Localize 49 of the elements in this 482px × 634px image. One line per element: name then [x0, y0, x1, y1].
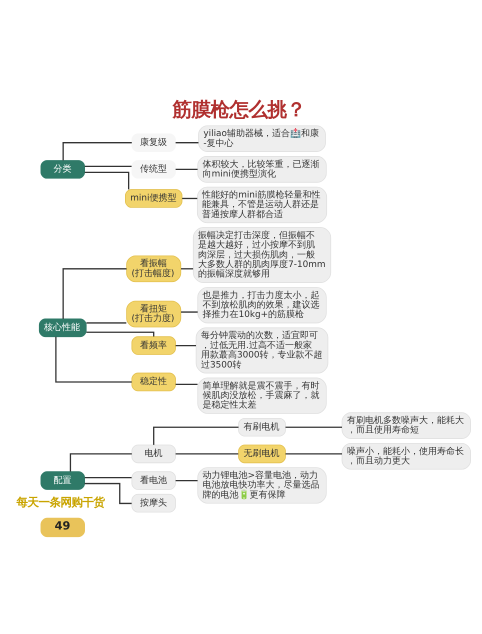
- connector: [84, 476, 132, 478]
- node-box: 简单理解就是震不震手，有时候肌肉没放松，手震麻了，就是稳定性太差: [197, 377, 327, 414]
- connector: [286, 426, 342, 428]
- diagram-title: 筋膜枪怎么挑？: [172, 98, 306, 121]
- connector: [176, 344, 196, 346]
- connector: [55, 336, 132, 382]
- connector: [84, 171, 130, 189]
- connector: [84, 165, 132, 167]
- connector: [62, 268, 127, 318]
- connector: [176, 479, 198, 481]
- node-box: 按摩头: [131, 493, 176, 512]
- node-box: 看振幅(打击幅度): [126, 254, 182, 282]
- node-box: 电机: [131, 444, 176, 463]
- node-box: 传统型: [131, 160, 176, 178]
- node-box: 性能好的mini筋膜枪轻量和性能兼具，不管是运动人群还是普通按摩人群都合适: [196, 186, 328, 223]
- connector: [182, 197, 198, 199]
- connector: [176, 142, 198, 143]
- connector: [286, 452, 342, 454]
- connector: [181, 268, 194, 269]
- node-box: 体积较大，比较笨重，已逐渐向mini便携型演化: [197, 156, 327, 182]
- connector: [86, 331, 154, 336]
- node-box: 分类: [40, 160, 85, 178]
- label: 49: [54, 519, 70, 532]
- node-box: mini便携型: [125, 188, 182, 208]
- connector: [70, 452, 132, 472]
- connector: [176, 168, 198, 170]
- node-box: 有刷电机多数噪声大，能耗大，而且使用寿命短: [342, 412, 471, 438]
- node-box: 也是推力，打击力度太小，起不到放松肌肉的效果，建议选择推力在10kg+的筋膜枪: [197, 286, 327, 323]
- node-box: 看电池: [131, 470, 176, 490]
- connector: [153, 426, 238, 444]
- connector: [176, 452, 238, 454]
- node-box: 康复级: [131, 132, 176, 152]
- node-box: yiliao辅助器械，适合🏥和康-复中心: [198, 124, 326, 152]
- node-box: 噪声小，能耗小，使用寿命长，而且动力更大: [342, 442, 471, 470]
- node-box: 看频率: [131, 336, 176, 354]
- connector: [176, 383, 198, 385]
- node-box: 动力锂电池>容量电池，动力电池放电快功率大，尽量选品牌的电池🔋更有保障: [197, 466, 327, 504]
- node-box: 无刷电机: [238, 444, 286, 463]
- node-box: 振幅决定打击深度，但振幅不是越大越好，过小按摩不到肌肉深层，过大损伤肌肉，一般大多数人群的肌肉厚度7-10mm的振幅深度就够用: [192, 226, 332, 282]
- label: 每天一条网购干货: [16, 496, 104, 509]
- connector: [86, 322, 126, 324]
- node-box: 稳定性: [131, 372, 176, 391]
- node-box: 看扭矩(打击力度): [126, 300, 182, 327]
- node-box: 核心性能: [38, 318, 87, 337]
- connector: [62, 142, 132, 160]
- node-box: 配置: [40, 470, 85, 490]
- node-box: 每分钟震动的次数，适宜即可，过低无用.过高不适一般家用款蕞高3000转，专业款不超过3500转: [196, 326, 328, 373]
- node-box: 有刷电机: [238, 417, 286, 436]
- connector: [181, 310, 198, 312]
